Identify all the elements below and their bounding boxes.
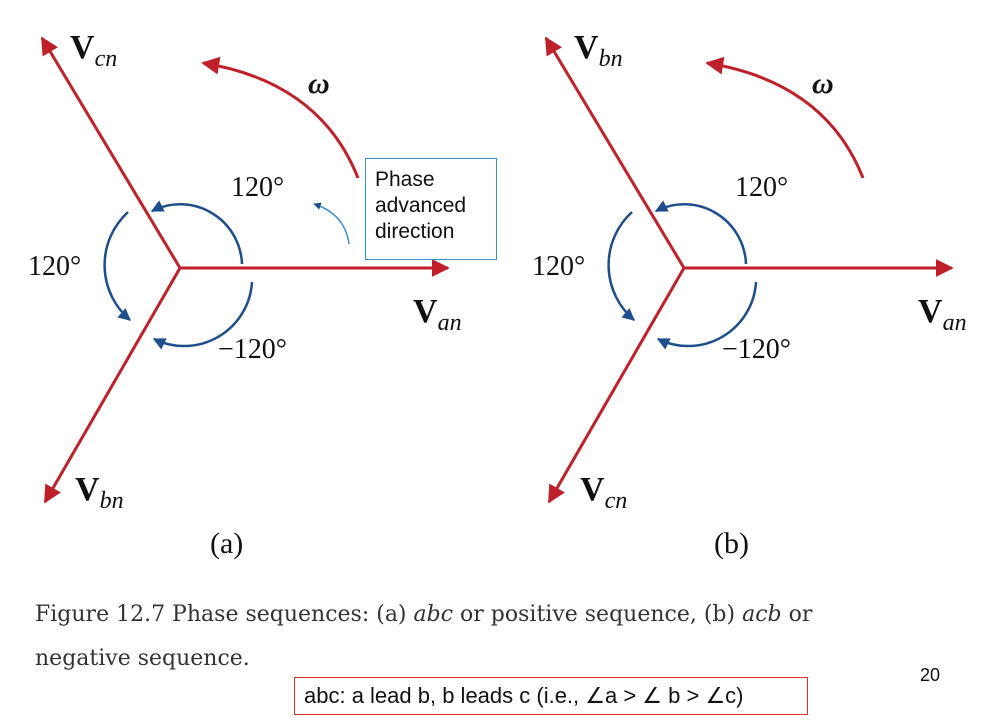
panel-b-label: (b) <box>714 527 749 560</box>
angle-label-b-top: 120° <box>735 172 788 203</box>
note-line-3: direction <box>375 220 455 243</box>
caption-line-1: Figure 12.7 Phase sequences: (a) abc or … <box>35 602 813 627</box>
angle-label-b-left: 120° <box>532 251 585 282</box>
phase-advanced-note: Phase advanced direction <box>365 158 497 260</box>
caption-line-2: negative sequence. <box>35 646 250 671</box>
label-a-van: Van <box>413 293 462 336</box>
phase-advance-arrow <box>313 202 350 245</box>
label-b-vbn: Vbn <box>574 29 623 72</box>
angle-arc-a-left <box>103 211 131 321</box>
angle-label-a-bottom: −120° <box>218 334 287 365</box>
omega-label-b: ω <box>812 67 834 100</box>
label-b-van: Van <box>918 293 967 336</box>
panel-a-label: (a) <box>210 527 243 560</box>
panel-a: Vcn Van Vbn ω 120° 120° −120° (a) <box>28 29 462 560</box>
note-line-1: Phase <box>375 168 435 191</box>
angle-arc-b-bottom <box>656 281 758 350</box>
omega-arrow-b <box>705 56 865 179</box>
figure-caption: Figure 12.7 Phase sequences: (a) abc or … <box>35 593 965 681</box>
sequence-note-box: abc: a lead b, b leads c (i.e., ∠a > ∠ b… <box>294 677 808 715</box>
phasor-b-vbn <box>544 36 686 269</box>
phasor-b-vcn <box>547 267 686 504</box>
angle-label-b-bottom: −120° <box>722 334 791 365</box>
phasor-a-vbn <box>43 267 182 504</box>
label-a-vcn: Vcn <box>70 29 117 72</box>
note-line-2: advanced <box>375 194 467 217</box>
omega-arrow-a <box>201 56 360 179</box>
page-number: 20 <box>920 665 941 685</box>
omega-label-a: ω <box>308 67 330 100</box>
angle-arc-b-left <box>607 211 635 321</box>
label-a-vbn: Vbn <box>75 471 124 514</box>
angle-arc-a-top <box>150 200 244 265</box>
angle-label-a-top: 120° <box>231 172 284 203</box>
label-b-vcn: Vcn <box>580 471 627 514</box>
angle-arc-a-bottom <box>152 281 254 350</box>
angle-arc-b-top <box>654 200 748 265</box>
phasor-a-vcn <box>40 36 182 269</box>
angle-label-a-left: 120° <box>28 251 81 282</box>
phase-sequence-diagram: Vcn Van Vbn ω 120° 120° −120° (a) Vbn Va… <box>28 29 967 560</box>
panel-b: Vbn Van Vcn ω 120° 120° −120° (b) <box>532 29 967 560</box>
